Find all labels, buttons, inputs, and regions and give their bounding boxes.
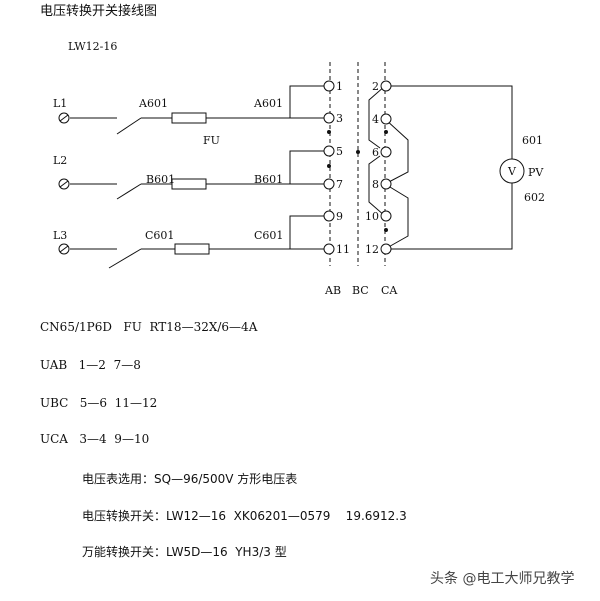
spec-fuse: CN65/1P6D FU RT18—32X/6—4A [40, 320, 258, 334]
contact-2 [380, 80, 392, 92]
l1-switch-blade [116, 117, 142, 135]
spec-uab: UAB 1—2 7—8 [40, 358, 141, 372]
terminal-l1 [58, 112, 70, 124]
spec-voltage-switch: 电压转换开关：LW12—16 XK06201—0579 19.6912.3 [82, 509, 407, 523]
terminal-l2 [58, 178, 70, 190]
spec-voltmeter: 电压表选用：SQ—96/500V 方形电压表 [82, 472, 298, 486]
contact-12 [380, 243, 392, 255]
l3-switch-blade [108, 248, 142, 269]
terminal-number-2: 2 [372, 80, 379, 93]
terminal-number-5: 5 [336, 145, 343, 158]
meter-wire-601: 601 [522, 134, 543, 147]
meter-name: PV [528, 166, 544, 179]
spec-universal-switch: 万能转换开关：LW5D—16 YH3/3 型 [82, 545, 287, 559]
meter-wire-602: 602 [524, 191, 545, 204]
closed-dot-ca-10 [384, 228, 388, 232]
contact-3 [323, 112, 335, 124]
closed-dot-ab-3 [327, 130, 331, 134]
contact-11 [323, 243, 335, 255]
spec-uca: UCA 3—4 9—10 [40, 432, 150, 446]
position-ca: CA [381, 284, 398, 297]
label-l2: L2 [53, 154, 67, 167]
terminal-l3 [58, 243, 70, 255]
terminal-number-3: 3 [336, 112, 343, 125]
meter-wire-top [391, 85, 513, 159]
jumper-5-7 [289, 150, 324, 184]
terminal-number-9: 9 [336, 210, 343, 223]
diagram-title: 电压转换开关接线图 [40, 3, 157, 19]
cross-8-12 [384, 183, 409, 250]
closed-dot-ab-5 [327, 164, 331, 168]
wire-label-b601-right: B601 [254, 173, 283, 186]
jumper-1-3 [289, 85, 324, 118]
terminal-number-7: 7 [336, 178, 343, 191]
terminal-number-10: 10 [365, 210, 379, 223]
contact-5 [323, 145, 335, 157]
closed-dot-bc [356, 150, 360, 154]
terminal-number-12: 12 [365, 243, 379, 256]
watermark: 头条 @电工大师兄教学 [430, 571, 575, 587]
fuse-a [171, 112, 207, 124]
cross-6-10 [368, 155, 386, 217]
voltmeter-symbol: V [507, 165, 517, 178]
position-bc: BC [352, 284, 369, 297]
contact-9 [323, 210, 335, 222]
wire-label-c601-left: C601 [145, 229, 174, 242]
label-l3: L3 [53, 229, 67, 242]
jumper-9-11 [289, 215, 324, 249]
switch-model: LW12-16 [68, 40, 117, 53]
contact-6 [380, 146, 392, 158]
l2-switch-blade [116, 183, 142, 200]
left-terminal-numbers: 1 3 5 7 9 11 [336, 80, 350, 256]
wire-label-a601-right: A601 [253, 97, 283, 110]
contact-8 [380, 178, 392, 190]
cross-4-8 [384, 118, 409, 185]
wire-label-b601-left: B601 [146, 173, 175, 186]
fuse-b [171, 178, 207, 190]
spec-ubc: UBC 5—6 11—12 [40, 396, 158, 410]
terminal-number-8: 8 [372, 178, 379, 191]
contact-10 [380, 210, 392, 222]
voltmeter: V [499, 158, 525, 184]
position-ab: AB [324, 284, 341, 297]
fuse-label: FU [203, 134, 220, 147]
terminal-number-6: 6 [372, 146, 379, 159]
label-l1: L1 [53, 97, 67, 110]
terminal-number-4: 4 [372, 113, 379, 126]
right-terminal-numbers: 2 4 6 8 10 12 [365, 80, 379, 256]
cross-2-6 [368, 85, 386, 149]
wire-label-a601-left: A601 [138, 97, 168, 110]
wire-label-c601-right: C601 [254, 229, 283, 242]
contact-4 [380, 113, 392, 125]
meter-wire-bottom [391, 183, 513, 250]
closed-dot-ca-4 [384, 130, 388, 134]
fuse-c [174, 243, 210, 255]
contact-7 [323, 178, 335, 190]
contact-1 [323, 80, 335, 92]
terminal-number-1: 1 [336, 80, 343, 93]
terminal-number-11: 11 [336, 243, 350, 256]
